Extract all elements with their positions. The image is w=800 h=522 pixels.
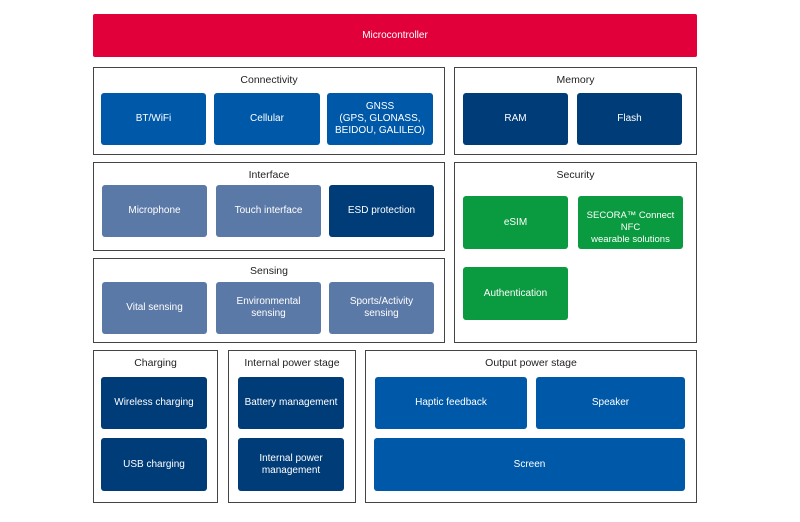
group-title: Connectivity [240, 74, 298, 86]
group-title: Interface [248, 169, 290, 181]
cellular-block: Cellular [214, 93, 320, 145]
group-title: Security [556, 169, 595, 181]
flash-block: Flash [577, 93, 682, 145]
sports-activity-sensing-block: Sports/Activity sensing [329, 282, 434, 334]
ram-block: RAM [463, 93, 568, 145]
esd-protection-block: ESD protection [329, 185, 434, 237]
microphone-block: Microphone [102, 185, 207, 237]
vital-sensing-block: Vital sensing [102, 282, 207, 334]
touch-interface-block: Touch interface [216, 185, 321, 237]
esim-block: eSIM [463, 196, 568, 249]
wireless-charging-block: Wireless charging [101, 377, 207, 429]
group-title: Output power stage [485, 357, 577, 369]
group-title: Memory [556, 74, 595, 86]
internal-power-management-block: Internal power management [238, 438, 344, 491]
group-title: Internal power stage [244, 357, 340, 369]
speaker-block: Speaker [536, 377, 685, 429]
screen-block: Screen [374, 438, 685, 491]
microcontroller-block: Microcontroller [93, 14, 697, 57]
usb-charging-block: USB charging [101, 438, 207, 491]
group-title: Charging [134, 357, 177, 369]
secora-block: SECORA™ Connect NFC wearable solutions [578, 196, 683, 249]
haptic-feedback-block: Haptic feedback [375, 377, 527, 429]
gnss-block: GNSS (GPS, GLONASS, BEIDOU, GALILEO) [327, 93, 433, 145]
group-title: Sensing [250, 265, 288, 277]
battery-management-block: Battery management [238, 377, 344, 429]
environmental-sensing-block: Environmental sensing [216, 282, 321, 334]
authentication-block: Authentication [463, 267, 568, 320]
bt-wifi-block: BT/WiFi [101, 93, 206, 145]
